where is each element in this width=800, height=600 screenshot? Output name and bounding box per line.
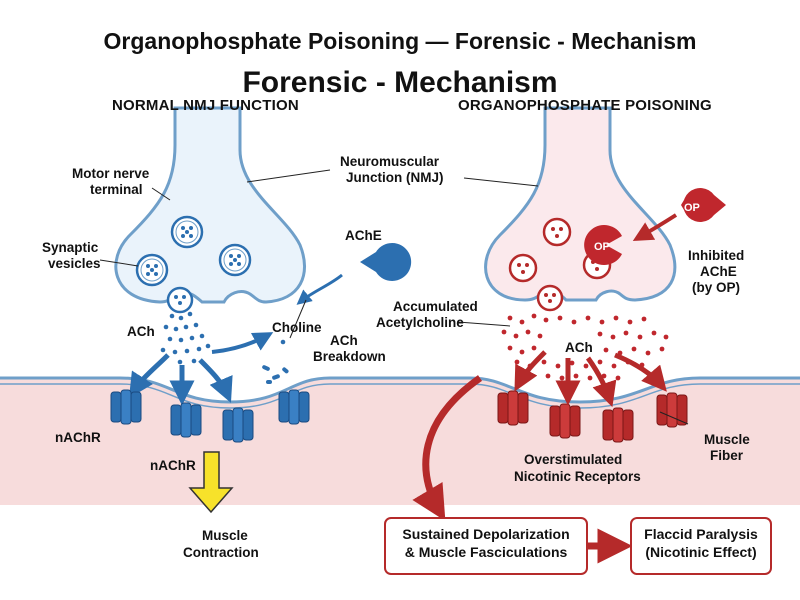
label-vesicles: vesicles (48, 256, 101, 271)
nachr-receptor (222, 407, 254, 443)
label-nmj-2: Junction (NMJ) (346, 170, 444, 185)
inhibited-ache-icon (584, 224, 622, 265)
box-flaccid-paralysis: Flaccid Paralysis (Nicotinic Effect) (630, 517, 772, 575)
nachr-receptor-overstimulated (497, 390, 529, 426)
ache-action-arrow (296, 273, 343, 305)
label-inhibited-ache: AChE (700, 264, 737, 279)
label-ache: AChE (345, 228, 382, 243)
label-op-1: OP (684, 202, 700, 214)
label-muscle: Muscle (202, 528, 248, 543)
nachr-receptor-overstimulated (549, 403, 581, 439)
synaptic-vesicle (542, 217, 572, 247)
label-ach-normal: ACh (127, 324, 155, 339)
nerve-terminal-poisoned (484, 106, 677, 302)
synaptic-vesicle (508, 253, 538, 283)
box-sustained-depolarization: Sustained Depolarization & Muscle Fascic… (384, 517, 588, 575)
label-acetylcholine: Acetylcholine (376, 315, 464, 330)
label-nachr-1: nAChR (55, 430, 101, 445)
label-ach-breakdown: ACh (330, 333, 358, 348)
box-paralysis-line1: Flaccid Paralysis (644, 526, 758, 542)
ach-molecules-normal (160, 311, 286, 365)
breakdown-arrow (211, 332, 274, 354)
label-nicotinic-receptors: Nicotinic Receptors (514, 469, 641, 484)
contraction-arrow (188, 451, 234, 514)
label-nachr-2: nAChR (150, 458, 196, 473)
label-op-2: OP (594, 241, 610, 253)
box-depolarization-line2: & Muscle Fasciculations (404, 544, 568, 560)
label-nmj: Neuromuscular (340, 154, 440, 169)
synaptic-vesicle (135, 253, 169, 287)
nachr-receptor (170, 402, 202, 438)
label-motor-nerve: Motor nerve (72, 166, 150, 181)
choline-fragments (262, 365, 289, 384)
vesicle-fusing (536, 284, 564, 312)
nerve-terminal-normal (114, 106, 306, 304)
box-depolarization-line1: Sustained Depolarization (402, 526, 570, 542)
nachr-receptor (110, 389, 142, 425)
main-title: Organophosphate Poisoning — Forensic - M… (103, 28, 697, 54)
ach-overstimulation-arrows (514, 350, 667, 408)
depolarization-arrow (412, 375, 483, 522)
label-synaptic: Synaptic (42, 240, 99, 255)
nachr-receptor (278, 389, 310, 425)
label-contraction: Contraction (183, 545, 259, 560)
vesicle-fusing (166, 286, 194, 314)
sub-title: Forensic - Mechanism (242, 66, 558, 99)
label-fiber: Fiber (710, 448, 744, 463)
ache-enzyme-icon (344, 242, 412, 281)
synaptic-vesicle (218, 243, 252, 277)
ach-to-receptor-arrows (128, 353, 233, 406)
label-inhibited: Inhibited (688, 248, 744, 263)
panel-heading-normal: NORMAL NMJ FUNCTION (112, 97, 299, 114)
label-ach-poisoned: ACh (565, 340, 593, 355)
label-by-op: (by OP) (692, 280, 740, 295)
op-binding-arrow (632, 213, 678, 241)
label-accumulated: Accumulated (393, 299, 478, 314)
label-overstimulated: Overstimulated (524, 452, 622, 467)
synaptic-vesicle (170, 215, 204, 249)
op-molecule-icon (681, 187, 726, 223)
label-ach-breakdown-2: Breakdown (313, 349, 386, 364)
box-paralysis-line2: (Nicotinic Effect) (645, 544, 757, 560)
label-motor-nerve-terminal: terminal (90, 182, 143, 197)
panel-heading-poisoning: ORGANOPHOSPHATE POISONING (458, 97, 712, 114)
nachr-receptor-overstimulated (602, 407, 634, 443)
leader-lines (99, 169, 689, 425)
label-choline: Choline (272, 320, 322, 335)
label-muscle-fiber: Muscle (704, 432, 750, 447)
ach-molecules-accumulated (501, 313, 669, 381)
